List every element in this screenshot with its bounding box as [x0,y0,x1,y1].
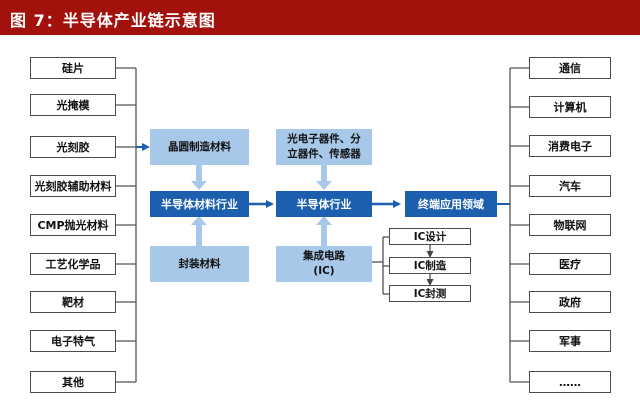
ic-manufacturing-box: IC制造 [389,257,471,274]
ic-abbrev: (IC) [313,265,335,277]
semiconductor-industry-box: 半导体行业 [276,191,372,217]
ic-box: 集成电路 (IC) [276,246,372,282]
ic-packaging-test-box: IC封测 [389,285,471,302]
packaging-materials-box: 封装材料 [150,246,249,282]
ic-label: 集成电路 [303,250,345,262]
right-item: 消费电子 [529,135,611,157]
right-item: 医疗 [529,253,611,275]
left-item: 光刻胶辅助材料 [30,175,116,197]
title-bar: 图 7：半导体产业链示意图 [0,0,640,35]
right-item: 通信 [529,57,611,79]
left-item: 光刻胶 [30,136,116,158]
materials-industry-box: 半导体材料行业 [150,191,249,217]
ic-design-box: IC设计 [389,228,471,245]
left-item: 其他 [30,371,116,393]
right-item: 军事 [529,330,611,352]
right-item: …… [529,371,611,393]
end-applications-box: 终端应用领域 [405,191,497,217]
right-item: 计算机 [529,96,611,118]
left-item: 靶材 [30,291,116,313]
left-item: 硅片 [30,57,116,79]
wafer-materials-box: 晶圆制造材料 [150,129,249,165]
diagram-title: 图 7：半导体产业链示意图 [10,11,216,30]
left-item: 光掩模 [30,94,116,116]
discrete-devices-box: 光电子器件、分立器件、传感器 [276,129,372,165]
left-item: 工艺化学品 [30,253,116,275]
left-item: 电子特气 [30,330,116,352]
right-item: 汽车 [529,175,611,197]
right-item: 政府 [529,291,611,313]
left-item: CMP抛光材料 [30,214,116,236]
right-bracket [509,67,529,383]
light-arrows [191,165,332,246]
left-bracket [116,67,137,383]
right-item: 物联网 [529,214,611,236]
